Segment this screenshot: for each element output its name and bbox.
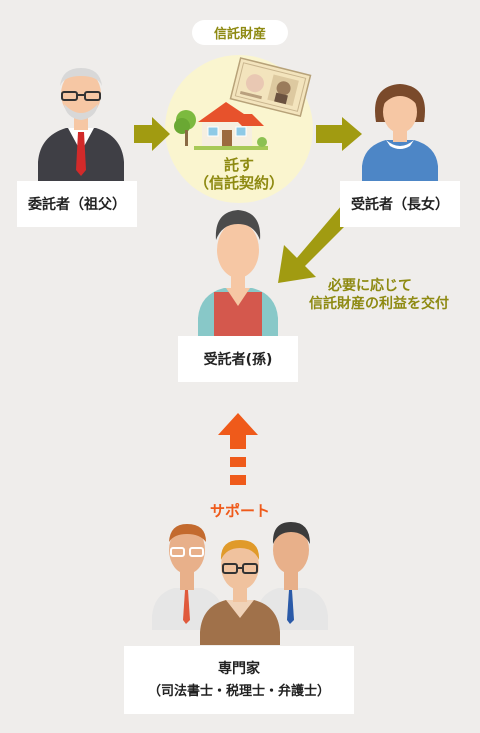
arrow-diagonal-icon [278,205,354,283]
support-arrow-icon [218,413,258,485]
trust-contract-label: （信託契約） [193,174,284,192]
benefit-note-line1: 必要に応じて [328,278,412,294]
arrow-right-left-icon [134,117,170,151]
support-label: サポート [209,502,270,520]
grandchild-figure [198,210,278,336]
grandfather-figure [38,68,124,182]
eldest-daughter-figure [362,84,438,182]
beneficiary-label: 受託者(孫) [178,336,298,382]
house-icon [174,102,268,150]
benefit-note-line2: 信託財産の利益を交付 [309,296,449,312]
arrow-right-right-icon [316,117,362,151]
banknote-icon [229,57,312,118]
trustee-label: 受託者（長女） [340,181,460,227]
entrust-label: 託す [223,156,254,174]
experts-figure [152,522,328,645]
settlor-label: 委託者（祖父） [17,181,137,227]
trust-property-badge: 信託財産 [192,20,288,45]
experts-detail: （司法書士・税理士・弁護士） [147,684,330,699]
experts-title: 専門家 [218,661,260,677]
experts-label-box [124,646,354,714]
